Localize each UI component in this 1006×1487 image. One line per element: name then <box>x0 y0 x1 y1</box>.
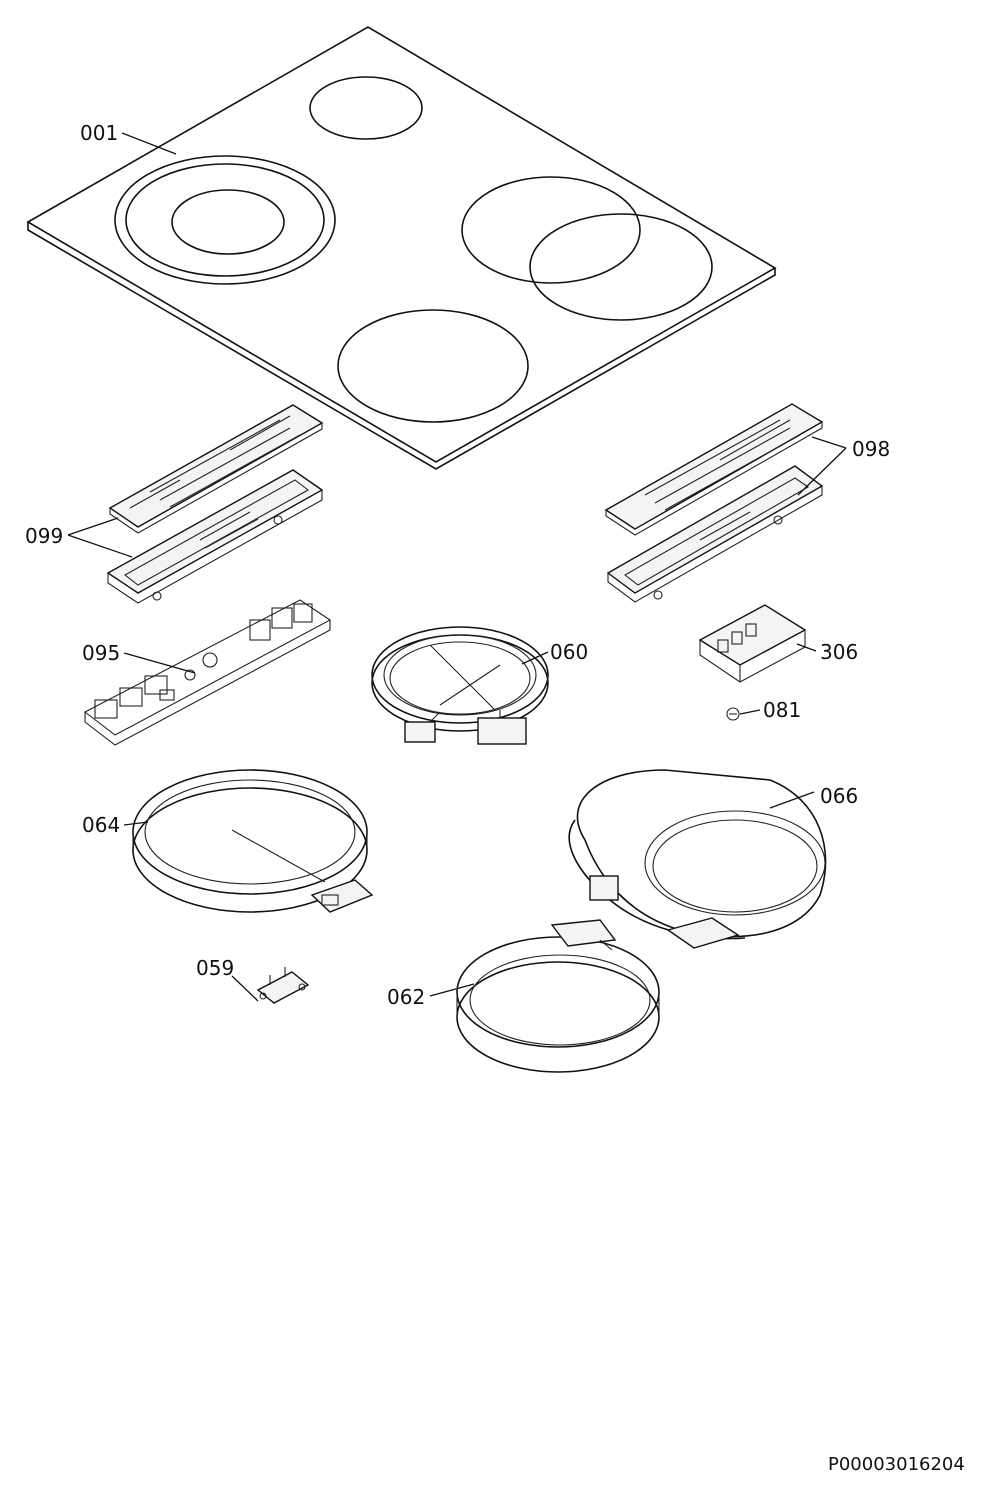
callout-001: 001 <box>80 121 118 145</box>
callout-081: 081 <box>763 698 801 722</box>
callout-098: 098 <box>852 437 890 461</box>
callout-064: 064 <box>82 813 120 837</box>
callout-labels: 001 099 098 095 060 306 081 064 066 059 … <box>25 121 890 1009</box>
part-098-right-frame <box>606 465 824 603</box>
part-081-screw <box>726 707 740 721</box>
part-306-terminal-block <box>698 604 807 683</box>
leader-lines <box>67 132 847 1002</box>
callout-306: 306 <box>820 640 858 664</box>
part-001-glass-plate <box>26 26 777 470</box>
callout-062: 062 <box>387 985 425 1009</box>
part-062-radiant-heater-small <box>456 919 660 1073</box>
drawing-number: P00003016204 <box>828 1454 965 1475</box>
callout-066: 066 <box>820 784 858 808</box>
part-095-control-board <box>83 599 332 746</box>
callout-099: 099 <box>25 524 63 548</box>
callout-059: 059 <box>196 956 234 980</box>
part-098-right-control-strip <box>604 403 824 536</box>
part-059-limiter <box>256 967 310 1004</box>
part-066-oval-heater <box>568 769 827 949</box>
callout-095: 095 <box>82 641 120 665</box>
part-060-radiant-heater <box>371 626 549 745</box>
part-099-left-control-strip <box>108 404 324 534</box>
part-064-radiant-heater-large <box>132 769 374 913</box>
callout-060: 060 <box>550 640 588 664</box>
part-099-left-frame <box>106 469 324 604</box>
